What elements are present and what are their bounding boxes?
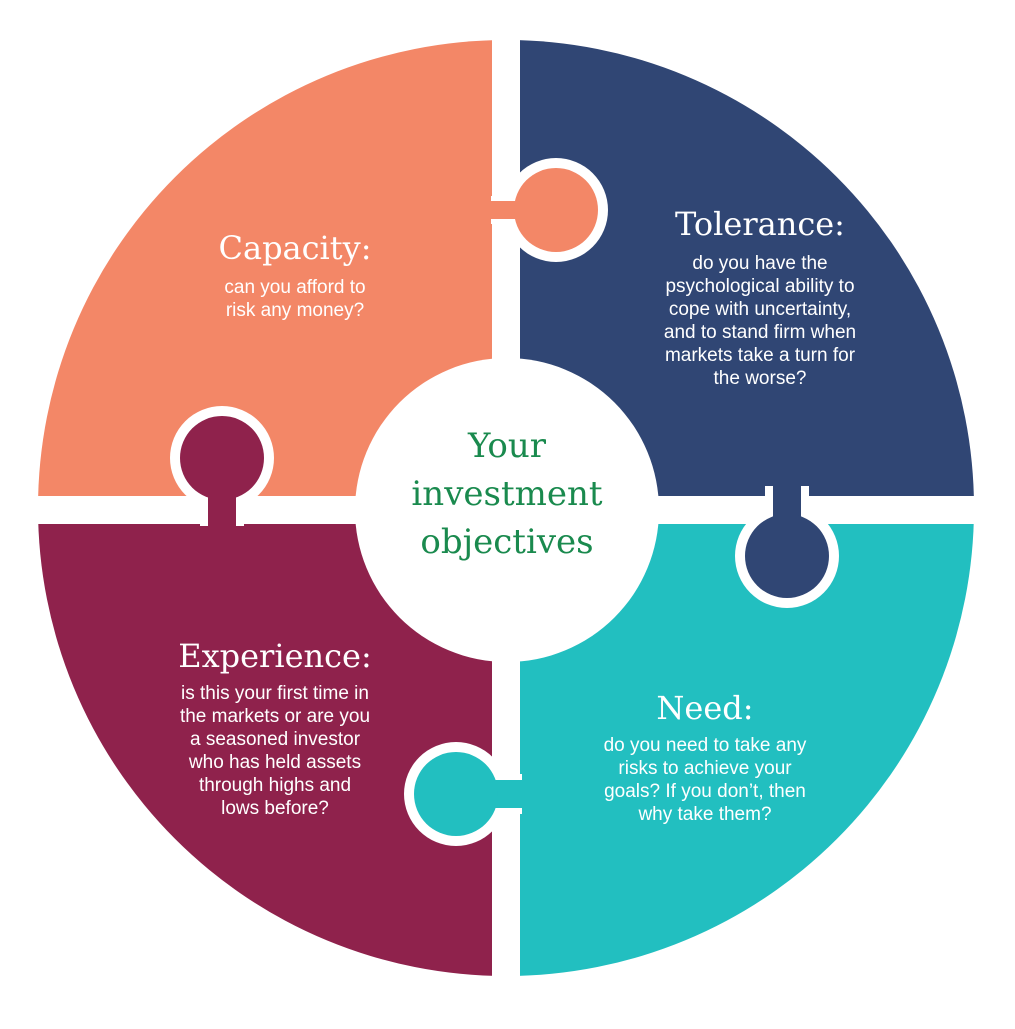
need-text: do you need to take any risks to achieve… [603, 735, 807, 825]
need-heading: Need: [656, 689, 754, 727]
tolerance-heading: Tolerance: [675, 205, 845, 243]
center-circle [355, 358, 659, 662]
capacity-connector-knob [514, 168, 598, 252]
experience-text: is this your first time in the markets o… [179, 683, 371, 819]
capacity-text: can you afford to risk any money? [224, 277, 366, 321]
tolerance-text: do you have the psychological ability to… [663, 253, 857, 389]
experience-connector-knob [180, 416, 264, 500]
tolerance-connector-knob [745, 514, 829, 598]
capacity-heading: Capacity: [218, 229, 372, 267]
center-title: Your investment objectives [411, 426, 603, 562]
experience-heading: Experience: [178, 637, 372, 675]
need-connector-knob [414, 752, 498, 836]
